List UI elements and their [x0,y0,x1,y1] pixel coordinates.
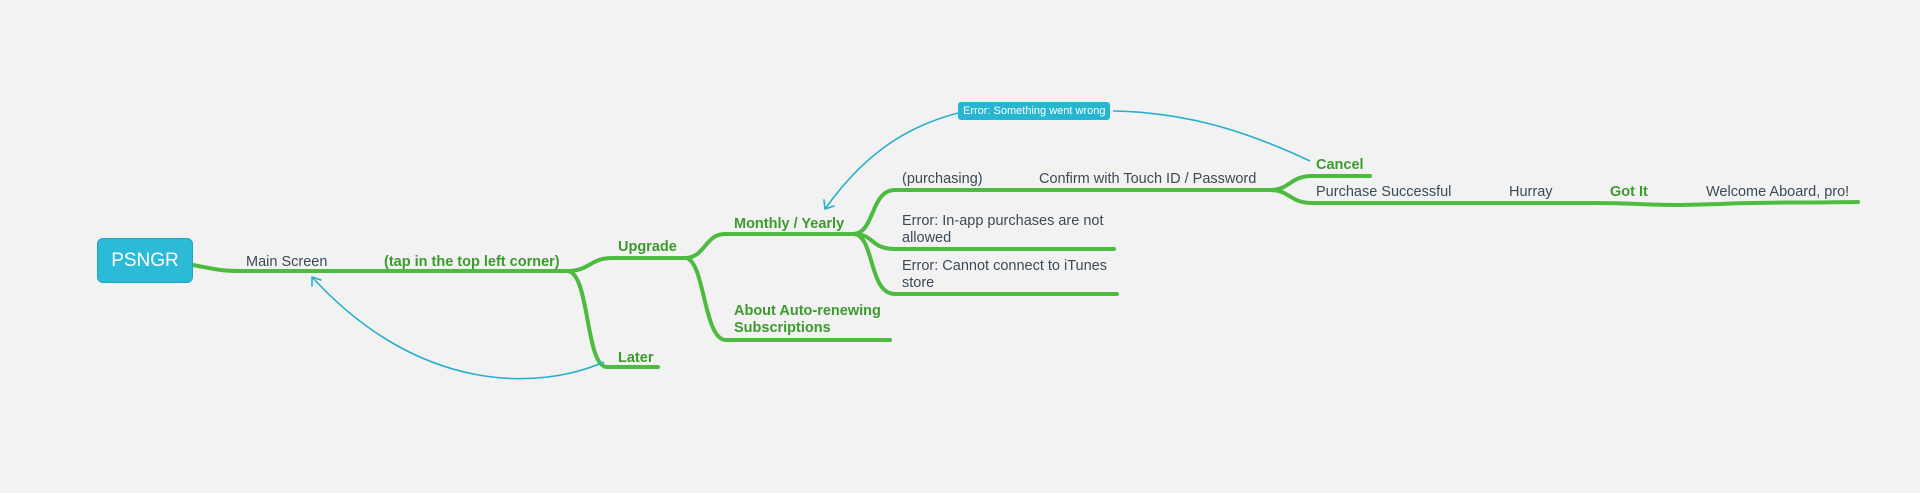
node-error-itunes[interactable]: Error: Cannot connect to iTunes store [902,258,1107,291]
node-main-screen[interactable]: Main Screen [246,254,328,270]
node-hurray[interactable]: Hurray [1509,184,1553,200]
node-cancel[interactable]: Cancel [1316,157,1364,173]
node-about-auto-renewing[interactable]: About Auto-renewing Subscriptions [734,303,881,336]
node-welcome-aboard[interactable]: Welcome Aboard, pro! [1706,184,1850,200]
branch-monthly-purchasing [851,188,1014,236]
branch-success-chain [1498,200,1860,207]
node-got-it[interactable]: Got It [1610,184,1648,200]
node-later[interactable]: Later [618,350,654,366]
branch-confirm-success [1268,188,1502,205]
node-purchase-successful[interactable]: Purchase Successful [1316,184,1452,200]
branch-tap-later [565,269,660,369]
node-error-inapp[interactable]: Error: In-app purchases are not allowed [902,213,1104,246]
node-tap-corner[interactable]: (tap in the top left corner) [384,254,560,270]
branch-tap-upgrade [565,256,687,273]
node-purchasing[interactable]: (purchasing) [902,171,983,187]
branch-monthly-error-itunes [851,232,1119,296]
branch-upgrade-about [683,256,892,342]
link-error-to-monthly [824,112,959,210]
link-later-to-main [311,276,605,380]
arrowhead-monthly [823,199,835,210]
error-badge: Error: Something went wrong [958,102,1111,120]
root-label: PSNGR [111,249,179,271]
error-badge-label: Error: Something went wrong [963,105,1106,117]
root-node-psngr[interactable]: PSNGR [97,238,193,283]
node-upgrade[interactable]: Upgrade [618,239,677,255]
branch-upgrade-monthly [683,232,855,260]
link-cancel-to-error [1112,110,1311,162]
node-confirm-touch-id[interactable]: Confirm with Touch ID / Password [1039,171,1257,187]
branch-root-main [191,263,322,273]
arrowhead-main [311,276,322,287]
node-monthly-yearly[interactable]: Monthly / Yearly [734,216,845,232]
